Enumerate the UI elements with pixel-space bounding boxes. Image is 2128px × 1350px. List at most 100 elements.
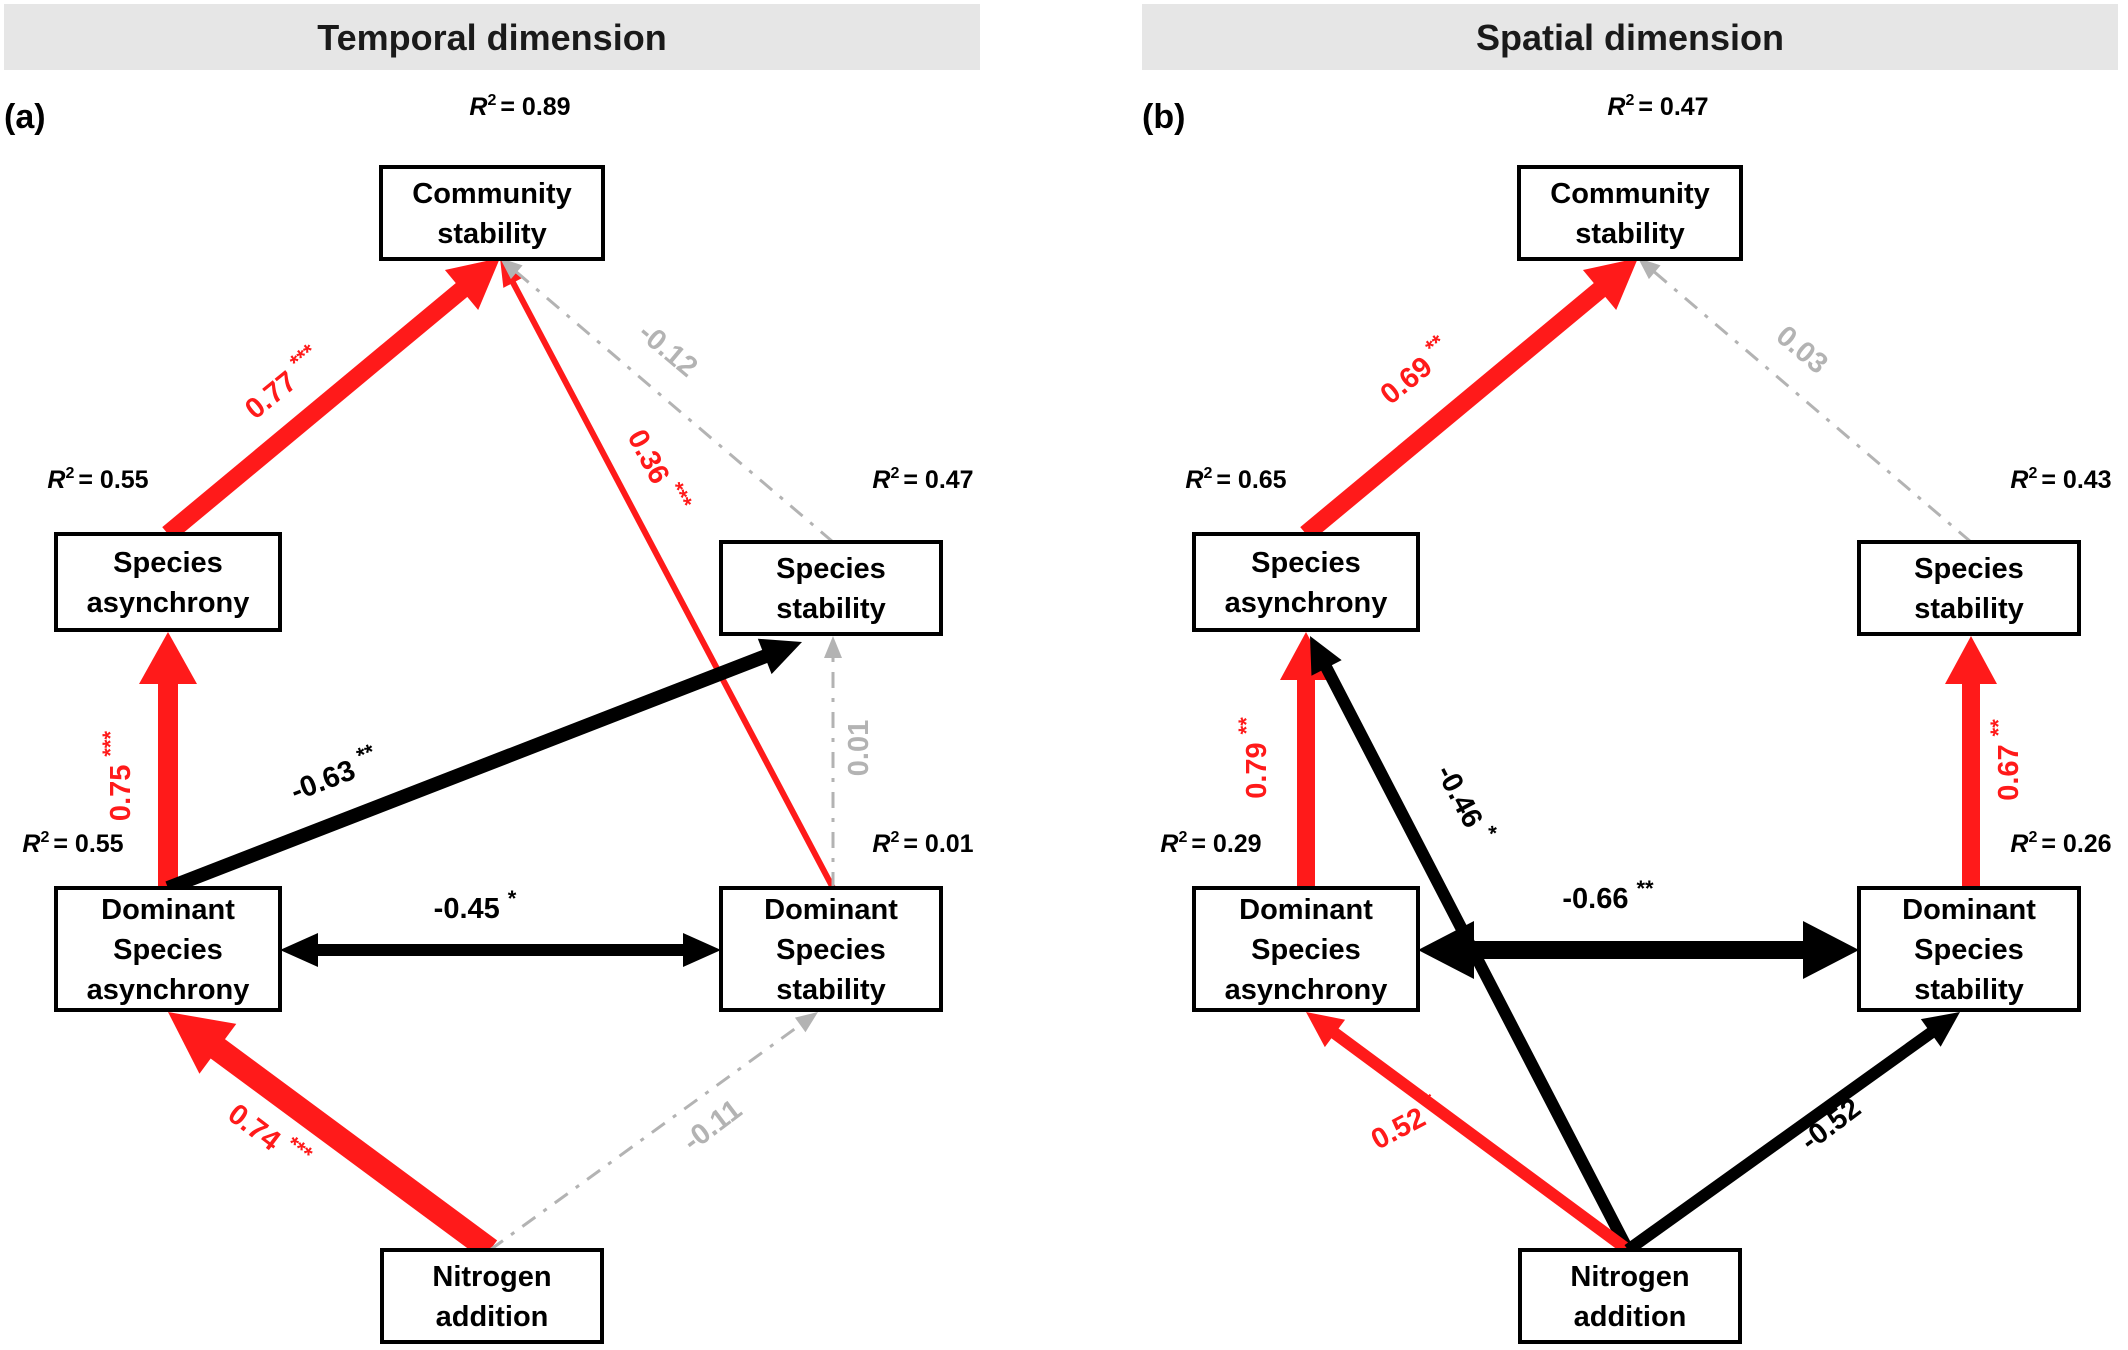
arrowhead	[1803, 921, 1859, 979]
node-box	[379, 165, 605, 261]
node-label: addition	[1574, 1301, 1687, 1333]
arrowhead	[168, 1012, 237, 1074]
path-arrow	[1418, 921, 1859, 979]
arrowhead	[757, 638, 802, 675]
path-arrow	[165, 638, 802, 895]
arrowhead	[1945, 636, 1997, 684]
panel-letter: (a)	[4, 98, 46, 136]
panel-header-title: Temporal dimension	[317, 17, 666, 58]
node-box	[1192, 886, 1420, 1012]
arrowhead	[500, 258, 523, 280]
path-arrow	[280, 933, 721, 967]
path-arrow	[168, 1012, 498, 1260]
path-line	[165, 648, 771, 895]
r-squared-label: R2= 0.55	[22, 829, 123, 858]
path-line	[162, 279, 472, 541]
node-label: stability	[437, 218, 547, 250]
node-label: Community	[412, 178, 572, 210]
node-label: Dominant	[101, 894, 235, 926]
arrowhead	[280, 933, 318, 967]
significance-stars: **	[353, 739, 378, 769]
path-line	[1328, 1026, 1632, 1255]
significance-stars: ***	[663, 478, 697, 513]
node-label: Species	[1251, 934, 1361, 966]
path-coefficient: -0.63**	[284, 739, 384, 808]
node-community: Community stability	[1517, 165, 1743, 261]
node-label: Species	[1914, 934, 2024, 966]
arrowhead	[139, 632, 197, 684]
path-coefficient: 0.69**	[1370, 329, 1458, 411]
node-box	[54, 532, 282, 632]
arrowhead	[824, 636, 842, 658]
arrowhead	[1638, 258, 1661, 280]
r-squared-label: R2= 0.55	[47, 465, 148, 494]
r-squared-label: R2= 0.89	[469, 92, 570, 121]
panel-temporal: Temporal dimension(a)CommunitystabilityS…	[4, 4, 980, 1344]
path-coefficient: 0.75***	[98, 730, 137, 821]
r-squared-label: R2= 0.65	[1185, 465, 1286, 494]
significance-stars: **	[1420, 329, 1449, 359]
node-label: stability	[1575, 218, 1685, 250]
node-label: Dominant	[1902, 894, 2036, 926]
node-label: Species	[113, 934, 223, 966]
path-line	[514, 269, 834, 544]
node-label: Nitrogen	[1570, 1261, 1689, 1293]
path-line	[1300, 279, 1610, 541]
r-squared-label: R2= 0.29	[1160, 829, 1261, 858]
path-coefficient: -0.12	[632, 317, 703, 384]
r-squared-label: R2= 0.47	[1607, 92, 1708, 121]
node-box	[1857, 886, 2081, 1012]
path-line	[509, 278, 836, 890]
node-label: addition	[436, 1301, 549, 1333]
path-arrow	[1300, 258, 1638, 541]
path-line	[1652, 269, 1972, 544]
arrowhead	[1920, 1012, 1960, 1047]
node-label: stability	[776, 974, 886, 1006]
path-arrow	[1306, 1012, 1632, 1255]
significance-stars: ***	[285, 338, 321, 374]
node-box	[54, 886, 282, 1012]
node-label: Species	[1914, 553, 2024, 585]
significance-stars: *	[508, 886, 517, 911]
path-arrow	[1638, 258, 1972, 544]
path-coefficient: 0.01	[843, 720, 875, 776]
panel-spatial: Spatial dimension(b)CommunitystabilitySp…	[1142, 4, 2118, 1344]
path-coefficient: 0.52*	[1363, 1087, 1446, 1156]
significance-stars: **	[1234, 717, 1259, 735]
node-box	[1517, 165, 1743, 261]
node-label: Species	[776, 553, 886, 585]
node-label: Species	[776, 934, 886, 966]
node-community: Community stability	[379, 165, 605, 261]
path-coefficient: -0.11	[677, 1094, 748, 1158]
path-coefficient: 0.79**	[1234, 717, 1273, 799]
path-coefficient: 0.03	[1770, 320, 1834, 381]
node-label: Community	[1550, 178, 1710, 210]
node-nitrogen: Nitrogen addition	[380, 1248, 604, 1344]
path-coefficient: -0.45*	[434, 886, 517, 925]
node-box	[1857, 540, 2081, 636]
path-coefficient: -0.46*	[1429, 756, 1502, 848]
arrowhead	[444, 258, 500, 310]
arrowhead	[794, 1012, 818, 1033]
significance-stars: **	[1986, 719, 2011, 737]
path-arrow	[1624, 1012, 1960, 1255]
significance-stars: ***	[282, 1131, 318, 1167]
panel-letter: (b)	[1142, 98, 1185, 136]
significance-stars: *	[1477, 822, 1503, 842]
node-label: Dominant	[764, 894, 898, 926]
significance-stars: ***	[98, 730, 123, 756]
arrowhead	[683, 933, 721, 967]
node-label: Dominant	[1239, 894, 1373, 926]
path-arrow	[162, 258, 500, 541]
node-label: Nitrogen	[432, 1261, 551, 1293]
r-squared-label: R2= 0.47	[872, 465, 973, 494]
significance-stars: **	[1636, 876, 1654, 901]
arrowhead	[1310, 636, 1342, 676]
